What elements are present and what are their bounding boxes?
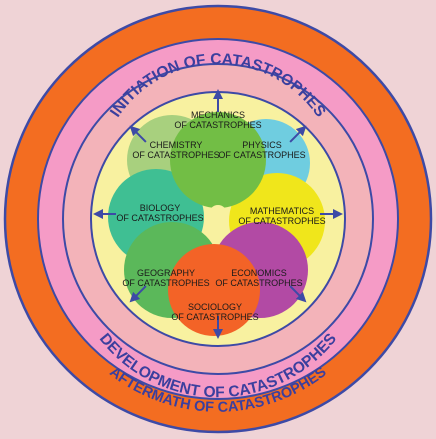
arrow-3	[289, 285, 307, 303]
arrow-5	[129, 285, 147, 303]
arrow-1	[289, 125, 307, 143]
petal-mechanics	[170, 112, 266, 208]
arrow-7	[129, 125, 147, 143]
petal-group	[108, 112, 325, 336]
center-hole	[209, 205, 227, 223]
petal-sociology	[168, 244, 260, 336]
arrow-group	[93, 89, 343, 339]
